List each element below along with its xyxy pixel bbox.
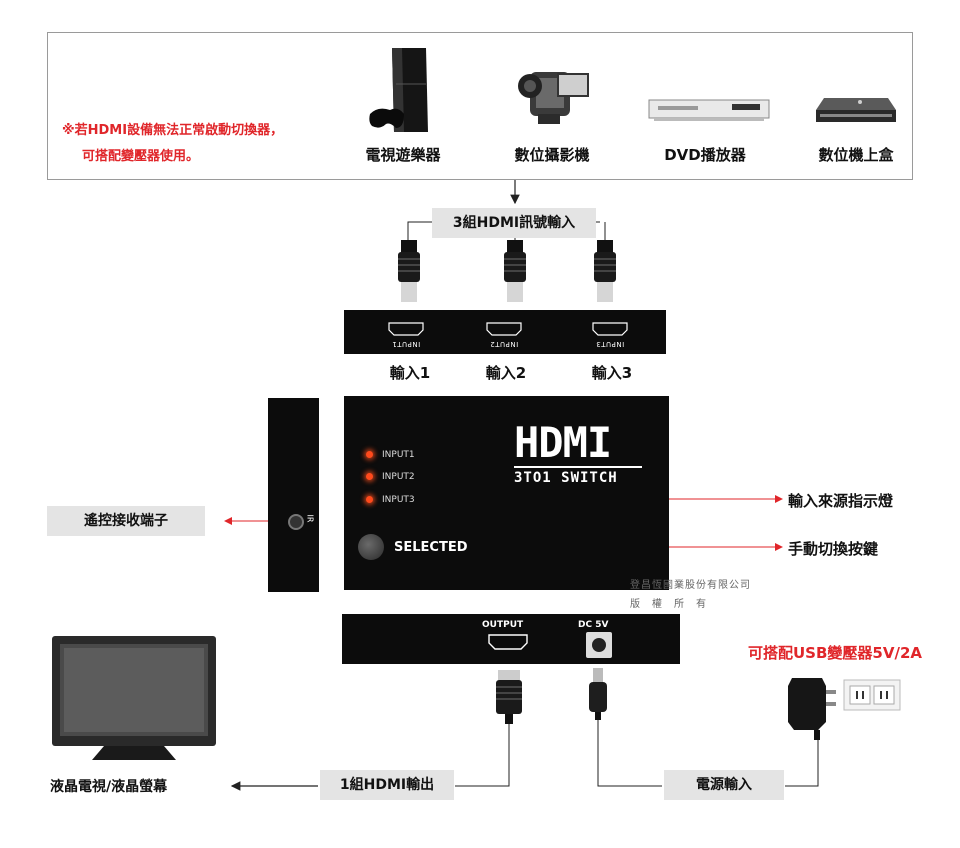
led-indicator [366, 473, 373, 480]
usb-adapter-label: 可搭配USB變壓器5V/2A [748, 644, 922, 662]
watermark-line2: 版 權 所 有 [630, 599, 707, 610]
input-label-1: 輸入1 [389, 364, 431, 382]
led-label-input1: INPUT1 [382, 450, 415, 460]
output-label: OUTPUT [482, 620, 524, 630]
logo-subtitle: 3TO1 SWITCH [514, 470, 618, 486]
indicator-callout: 輸入來源指示燈 [788, 492, 894, 510]
tv-icon [52, 636, 216, 760]
device-label-camcorder: 數位攝影機 [514, 146, 590, 164]
logo-divider [514, 466, 642, 468]
port-label-input2: INPUT2 [489, 340, 519, 348]
led-indicator [366, 496, 373, 503]
input-panel [344, 310, 666, 354]
set-top-box-icon [816, 98, 896, 122]
power-input-label: 電源輸入 [664, 770, 784, 800]
adapter-note-line1: ※若HDMI設備無法正常啟動切換器， [62, 123, 284, 138]
led-label-input2: INPUT2 [382, 472, 415, 482]
device-label-set-top-box: 數位機上盒 [818, 146, 894, 164]
ir-label: IR [305, 514, 315, 523]
manual-switch-callout: 手動切換按鍵 [788, 540, 879, 558]
front-panel [344, 396, 669, 590]
hdmi-cable-icon [594, 240, 616, 302]
input-label-2: 輸入2 [485, 364, 527, 382]
ir-side-panel [268, 398, 319, 592]
hdmi-cable-icon [398, 240, 420, 302]
hdmi-output-cable-icon [496, 670, 522, 724]
led-label-input3: INPUT3 [382, 495, 415, 505]
output-panel [342, 614, 680, 664]
dc-plug-icon [589, 668, 607, 720]
hdmi-output-port-icon [488, 634, 528, 650]
led-indicator [366, 451, 373, 458]
hdmi-cable-icon [504, 240, 526, 302]
game-console-icon [369, 48, 428, 132]
port-label-input3: INPUT3 [595, 340, 625, 348]
dc-label: DC 5V [578, 620, 609, 630]
tv-label: 液晶電視/液晶螢幕 [50, 779, 168, 795]
device-label-dvd-player: DVD播放器 [664, 146, 746, 164]
hdmi-inputs-label: 3組HDMI訊號輸入 [432, 208, 596, 238]
ir-callout-label: 遙控接收端子 [47, 506, 205, 536]
dvd-player-icon [648, 99, 770, 121]
adapter-note-line2: 可搭配變壓器使用。 [82, 149, 200, 164]
watermark-line1: 登昌恆國業股份有限公司 [630, 580, 751, 591]
power-adapter-icon [788, 678, 901, 740]
port-label-input1: INPUT1 [391, 340, 421, 348]
hdmi-port-icon [388, 322, 424, 336]
adapter-note: ※若HDMI設備無法正常啟動切換器， 可搭配變壓器使用。 [62, 118, 342, 170]
selected-button[interactable] [358, 534, 384, 560]
selected-label: SELECTED [394, 540, 468, 555]
camcorder-icon [518, 72, 589, 124]
input-label-3: 輸入3 [591, 364, 633, 382]
hdmi-logo: HDMI [514, 418, 612, 467]
hdmi-port-icon [592, 322, 628, 336]
hdmi-output-label: 1組HDMI輸出 [320, 770, 454, 800]
hdmi-port-icon [486, 322, 522, 336]
device-label-game-console: 電視遊樂器 [365, 146, 441, 164]
dc-jack-icon [586, 632, 612, 658]
ir-sensor-icon [288, 514, 304, 530]
